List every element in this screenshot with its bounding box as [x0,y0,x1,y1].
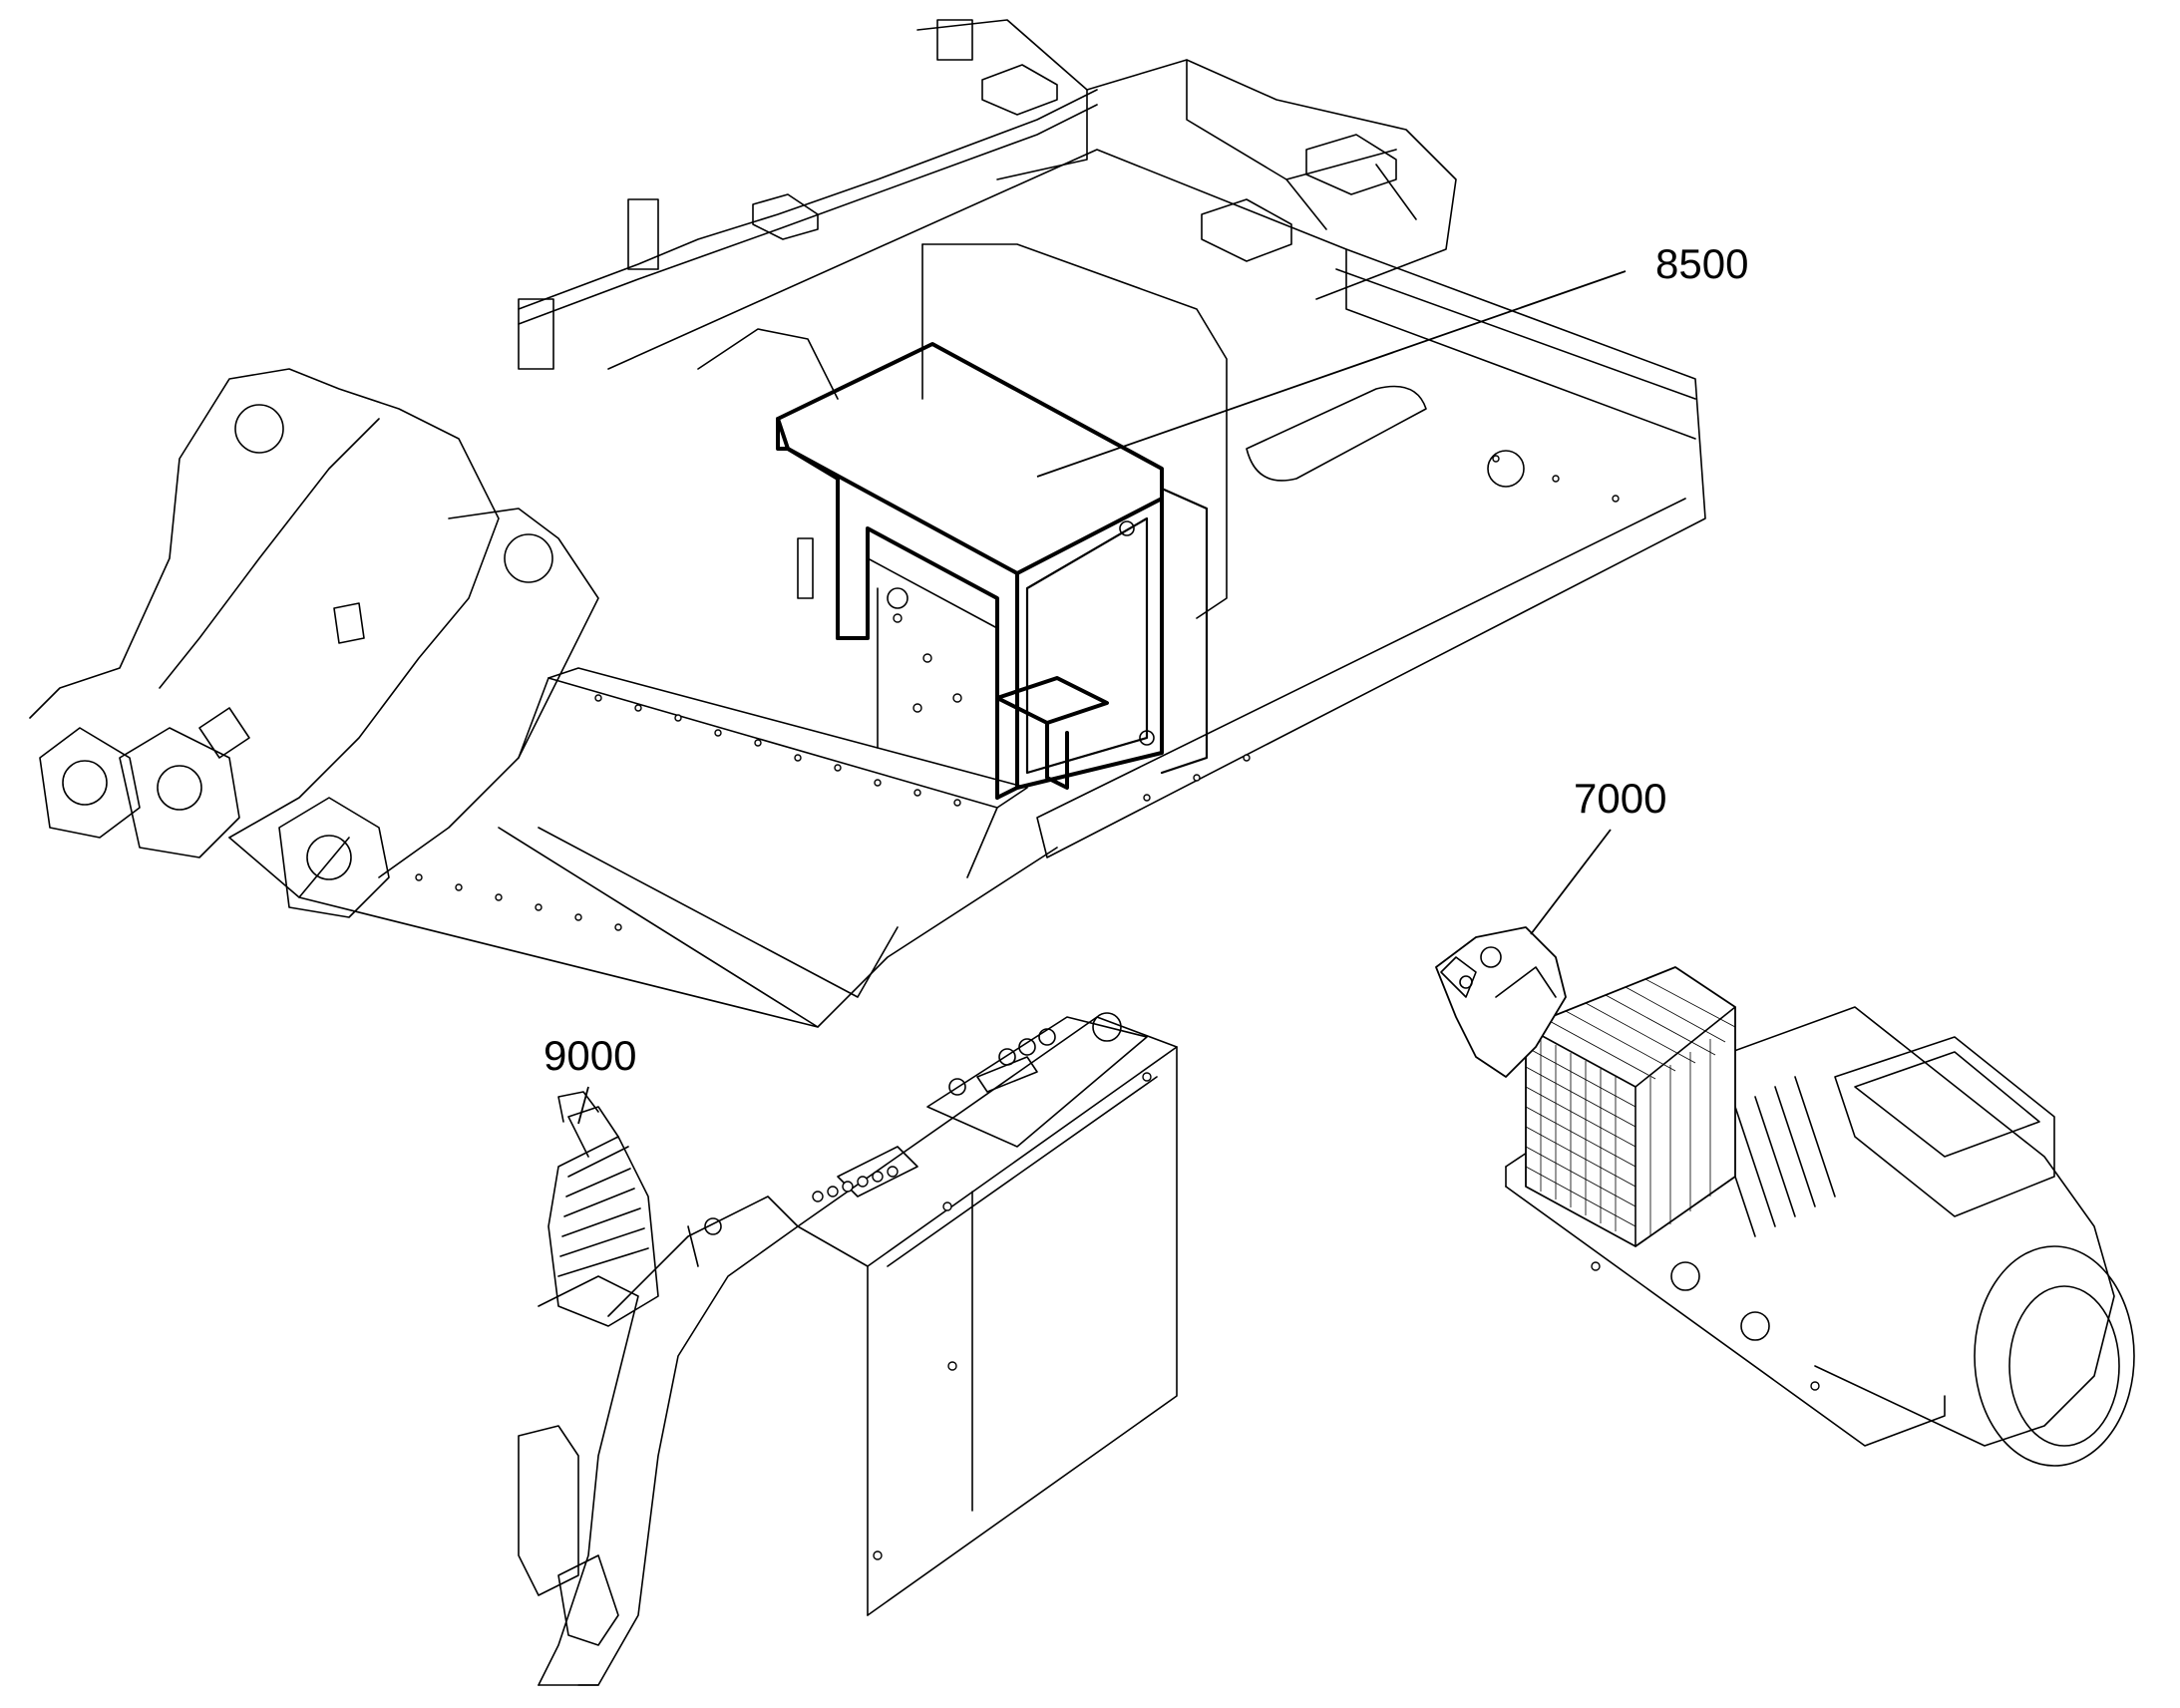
callout-8500: 8500 [1655,240,1749,287]
machine-frame [29,19,1706,1028]
leader-lines [577,270,1627,1125]
leader-9000 [577,1086,589,1125]
control-console-9000 [518,1012,1178,1686]
callout-7000: 7000 [1574,775,1667,822]
grille-pattern [1525,978,1736,1236]
cab-frame-8500 [776,342,1209,800]
deck-holes [415,450,1620,931]
power-unit-7000 [1435,926,2135,1467]
leader-8500 [1036,270,1627,478]
leader-7000 [1530,829,1612,935]
callout-9000: 9000 [544,1032,637,1079]
